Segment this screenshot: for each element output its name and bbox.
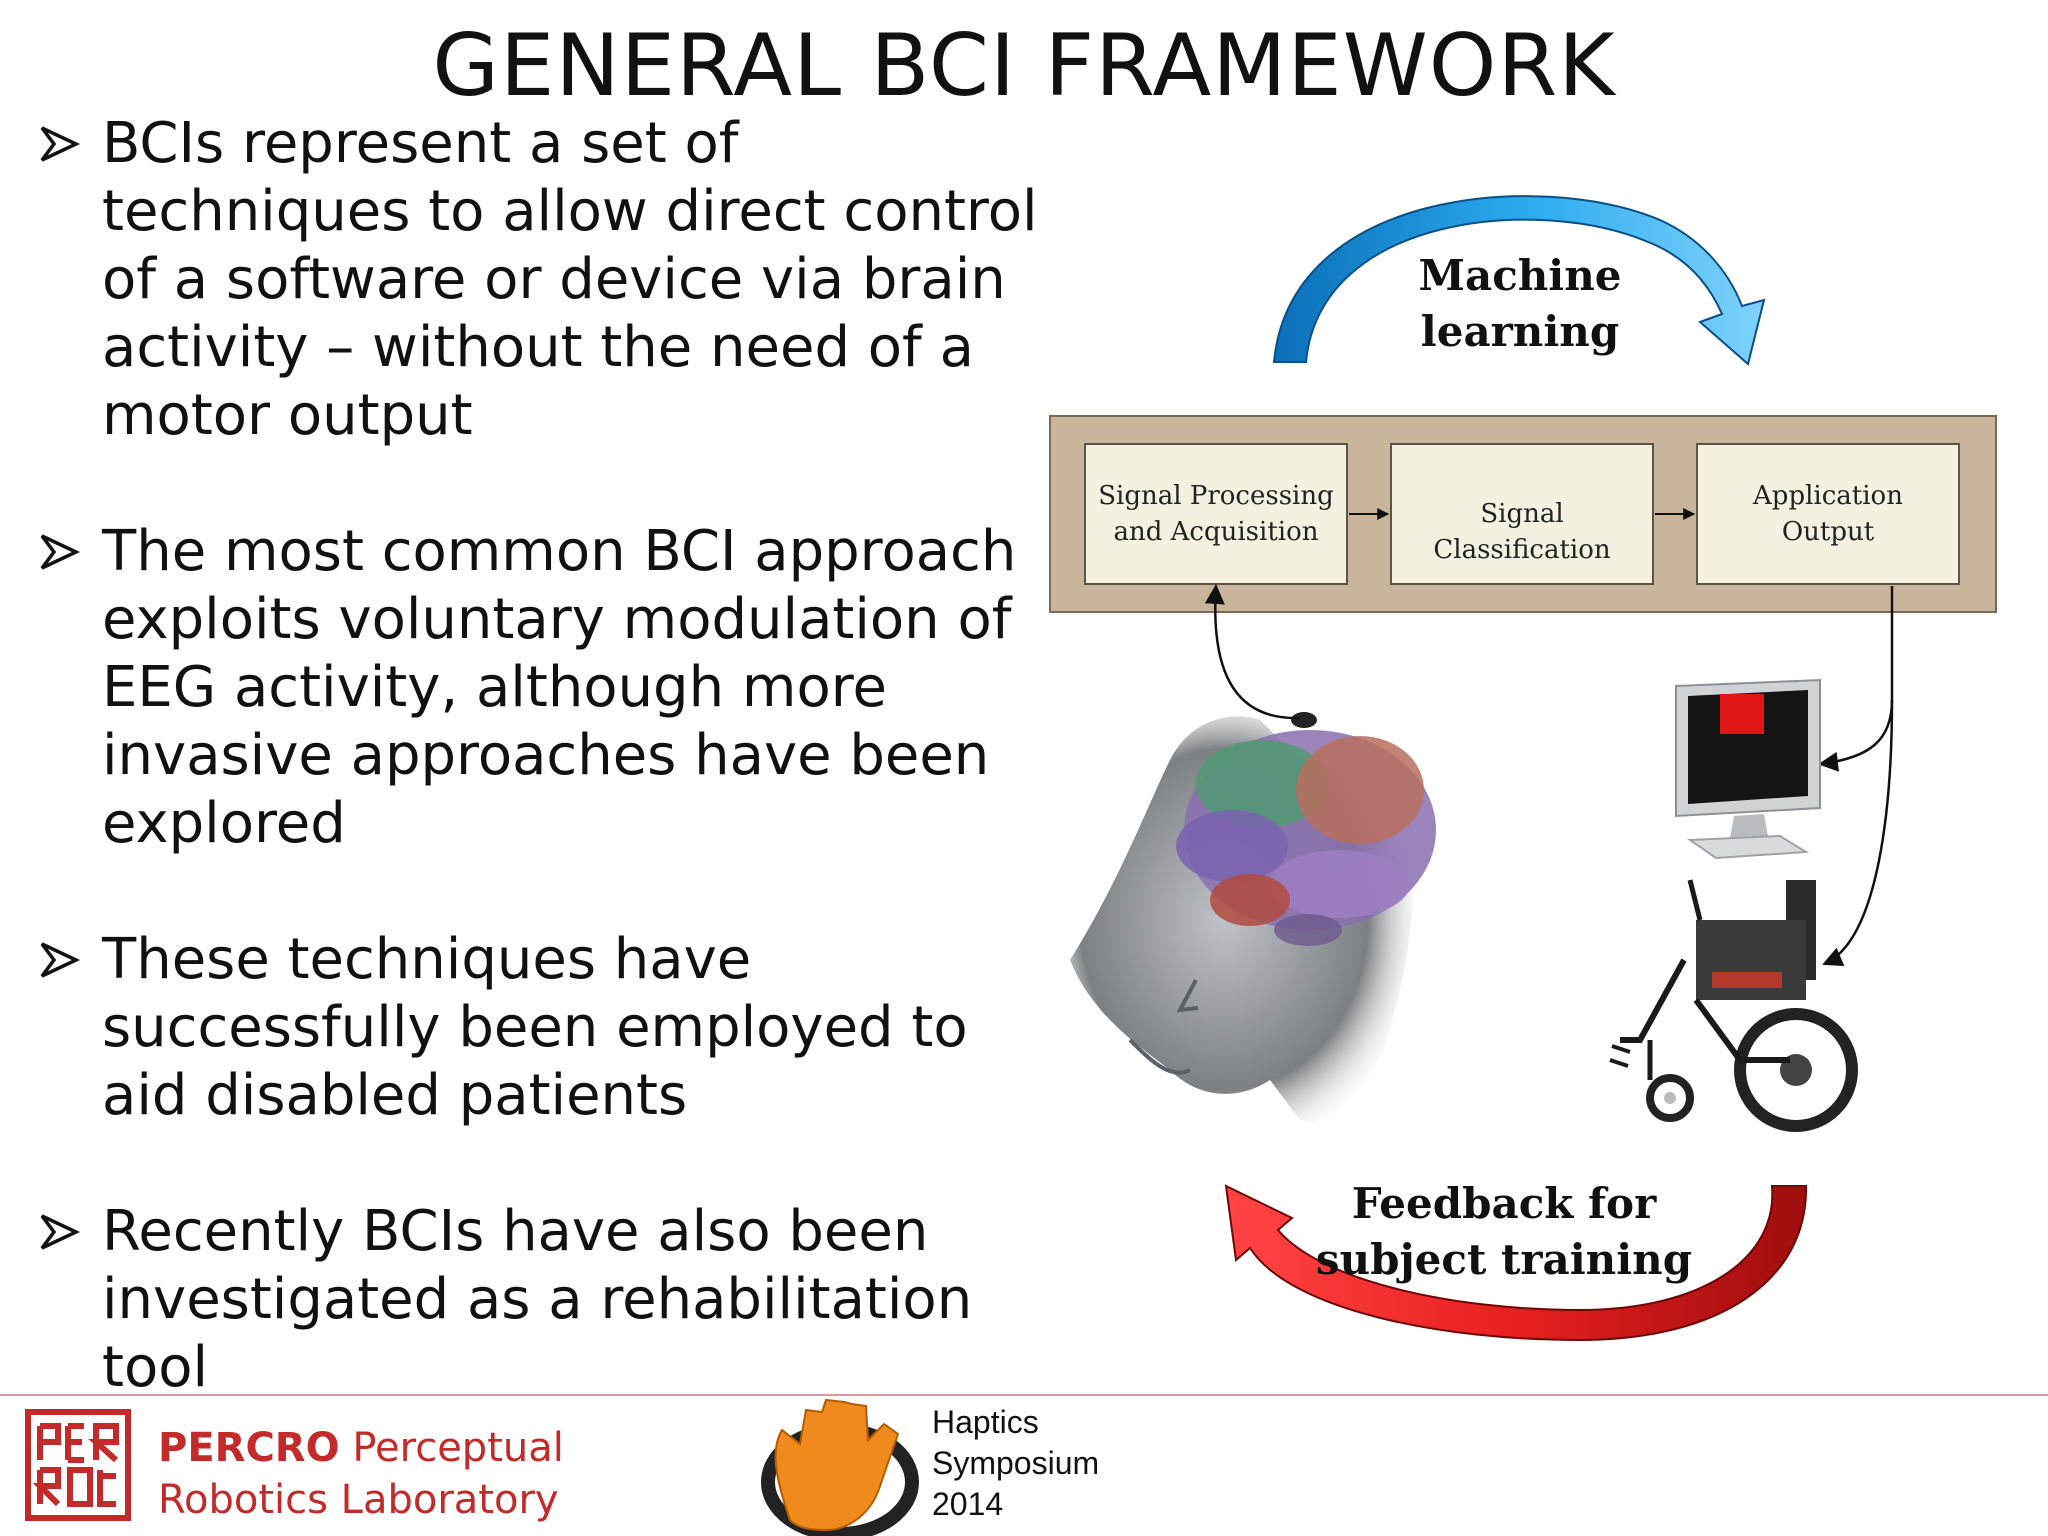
machine-learning-label: Machine learning xyxy=(1418,251,1622,356)
percro-logo xyxy=(25,1409,131,1521)
lab-name: PERCRO Perceptual Robotics Laboratory xyxy=(158,1422,564,1526)
bullet-text: Recently BCIs have also been investigate… xyxy=(102,1199,973,1400)
arrow-bullet-icon xyxy=(40,534,81,570)
lab-name-bold: PERCRO xyxy=(158,1425,340,1471)
bullet-list: BCIs represent a set of techniques to al… xyxy=(36,110,1056,1470)
wheelchair-icon xyxy=(1609,879,1858,1132)
bullet-item: These techniques have successfully been … xyxy=(36,926,1056,1130)
monitor-icon xyxy=(1675,678,1821,860)
lab-name-rest: Perceptual xyxy=(339,1425,564,1471)
feedback-arc xyxy=(1224,1184,1808,1342)
machine-learning-arc xyxy=(1272,195,1766,366)
lab-name-line2: Robotics Laboratory xyxy=(158,1477,559,1523)
bullet-text: These techniques have successfully been … xyxy=(102,927,968,1128)
bullet-item: The most common BCI approach exploits vo… xyxy=(36,518,1056,858)
slide-title: GENERAL BCI FRAMEWORK xyxy=(432,16,1616,116)
feedback-to-acquisition-arrow xyxy=(1204,584,1301,720)
bullet-text: BCIs represent a set of techniques to al… xyxy=(102,111,1038,448)
feedback-label: Feedback for subject training xyxy=(1315,1179,1693,1284)
pipeline-box-output xyxy=(1696,443,1960,585)
bullet-item: Recently BCIs have also been investigate… xyxy=(36,1198,1056,1402)
brain-head-icon xyxy=(1070,712,1436,1123)
bullet-item: BCIs represent a set of techniques to al… xyxy=(36,110,1056,450)
symposium-label: Haptics Symposium 2014 xyxy=(932,1404,1100,1522)
arrow-bullet-icon xyxy=(40,942,81,978)
bullet-text: The most common BCI approach exploits vo… xyxy=(102,519,1017,856)
pipeline-box-acquisition xyxy=(1084,443,1348,585)
acquisition-label: Signal Processing and Acquisition xyxy=(1098,481,1334,547)
classification-label: Signal Classification xyxy=(1433,499,1611,565)
output-to-wheelchair-arrow xyxy=(1822,699,1894,967)
output-label: Application Output xyxy=(1753,481,1903,547)
arrow-bullet-icon xyxy=(40,126,81,162)
pipeline-box-classification xyxy=(1390,443,1654,585)
arrow-bullet-icon xyxy=(40,1214,81,1250)
output-to-monitor-arrow xyxy=(1818,699,1894,772)
footer-divider xyxy=(0,1394,2048,1396)
haptics-hand-logo xyxy=(761,1398,919,1536)
